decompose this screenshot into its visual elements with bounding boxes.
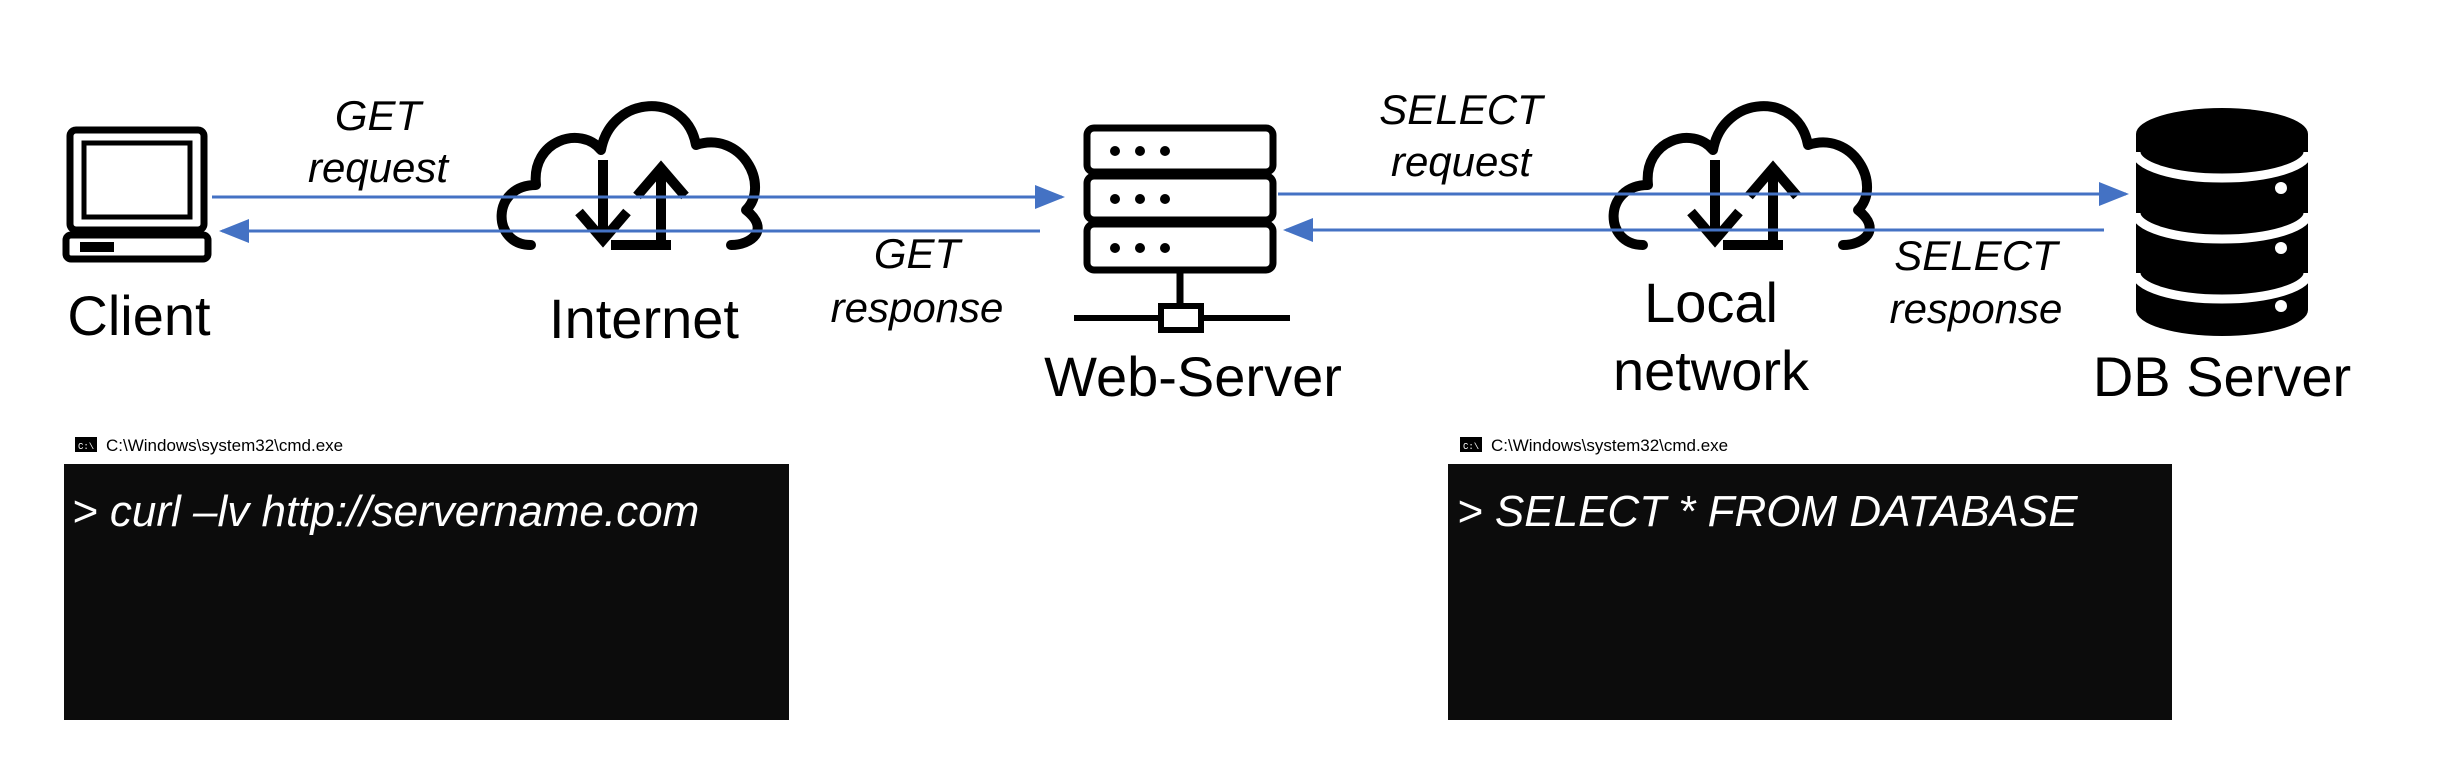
console-window-2: C:\ C:\Windows\system32\cmd.exe > SELECT…: [1448, 436, 2172, 720]
console-2-command: > SELECT * FROM DATABASE: [1457, 487, 2078, 536]
internet-label: Internet: [549, 287, 739, 350]
get-response-label-line1: GET: [874, 230, 964, 277]
console-1-command: > curl –lv http://servername.com: [72, 487, 699, 536]
web-server-label: Web-Server: [1044, 345, 1342, 408]
console-2-body: [1448, 464, 2172, 720]
db-server-label: DB Server: [2093, 345, 2351, 408]
server-rack-icon: [1074, 124, 1290, 333]
select-response-label-line2: response: [1890, 285, 2063, 332]
client-label: Client: [67, 284, 211, 347]
console-1-title: C:\Windows\system32\cmd.exe: [106, 436, 343, 455]
cmd-window-icon: C:\: [75, 437, 97, 452]
local-network-label-line1: Local: [1644, 271, 1778, 334]
local-network-cloud-icon: [1608, 101, 1875, 250]
select-request-label-line1: SELECT: [1379, 86, 1546, 133]
get-request-label-line1: GET: [335, 92, 425, 139]
console-window-1: C:\ C:\Windows\system32\cmd.exe > curl –…: [64, 436, 789, 720]
console-2-title: C:\Windows\system32\cmd.exe: [1491, 436, 1728, 455]
select-request-label-line2: request: [1391, 138, 1533, 185]
svg-text:C:\: C:\: [78, 442, 94, 452]
select-response-label-line1: SELECT: [1894, 232, 2061, 279]
get-request-label-line2: request: [308, 144, 450, 191]
cmd-window-icon: C:\: [1460, 437, 1482, 452]
database-icon: [2131, 108, 2313, 336]
local-network-label-line2: network: [1613, 339, 1810, 402]
laptop-icon: [62, 126, 212, 263]
svg-text:C:\: C:\: [1463, 442, 1479, 452]
console-1-body: [64, 464, 789, 720]
get-response-label-line2: response: [831, 284, 1004, 331]
internet-cloud-icon: [496, 101, 763, 250]
